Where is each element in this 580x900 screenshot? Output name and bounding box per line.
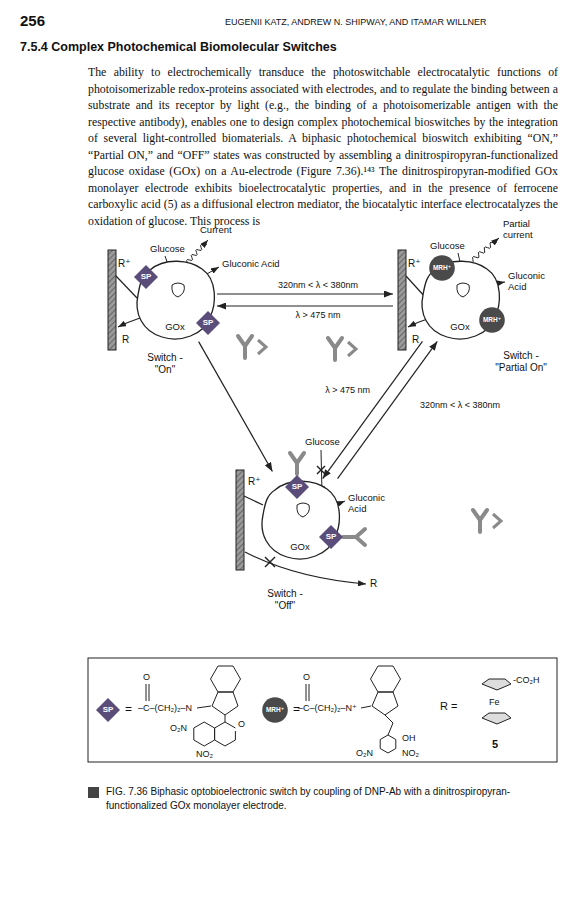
diagram-label: R: [370, 578, 377, 590]
structure-label: –C–(CH₂)₂–N⁺: [298, 703, 357, 714]
electrode: [236, 470, 244, 570]
node-text: SP: [196, 311, 220, 335]
diagram-label: Glucose: [305, 436, 340, 447]
spiropyran-diamond: SP: [196, 311, 220, 335]
diagram-label: Current: [200, 224, 232, 235]
diagram-label: R⁺: [248, 476, 261, 488]
diagram-label: R⁺: [118, 258, 131, 270]
node-text: MRH⁺: [479, 307, 505, 333]
edge-label: λ > 475 nm: [294, 310, 343, 321]
structure-label: 5: [492, 738, 498, 751]
diagram-label: R: [412, 334, 419, 346]
merocyanine-circle: MRH⁺: [429, 255, 455, 281]
substrate-arrow: [165, 253, 505, 508]
structure-label: O: [303, 672, 310, 683]
spiropyran-diamond: SP: [319, 525, 343, 549]
ferrocene-structure: [482, 679, 511, 724]
diagram-label: Switch - "Off": [257, 588, 313, 612]
node-text: SP: [285, 475, 309, 499]
node-text: MRH⁺: [429, 255, 455, 281]
page-number: 256: [20, 12, 45, 30]
node-text: SP: [96, 698, 120, 722]
structure-label: OH: [402, 733, 416, 744]
diagram-label: Switch - "On": [137, 352, 193, 376]
arrow-connector: [217, 293, 393, 294]
arrow-connector: [199, 342, 273, 472]
edge-label: 320nm < λ < 380nm: [418, 400, 502, 411]
diagram-label: Glucose: [150, 243, 185, 254]
diagram-label: Switch - "Partial On": [489, 350, 553, 374]
diagram-label: R⁺: [408, 258, 421, 270]
structure-label: -CO₂H: [513, 675, 540, 686]
structure-label: R =: [440, 700, 457, 713]
caption-marker: [88, 787, 99, 798]
arrow-connector: [323, 341, 423, 478]
arrow-connector: [217, 305, 393, 306]
node-text: SP: [319, 525, 343, 549]
structure-label: =: [125, 702, 132, 716]
enzyme-node: GOxSPSP: [130, 255, 220, 345]
structure-label: –C–(CH₂)₂–N: [138, 703, 192, 714]
merocyanine-circle: MRH⁺: [479, 307, 505, 333]
diagram-label: R: [122, 334, 129, 346]
running-header: EUGENII KATZ, ANDREW N. SHIPWAY, AND ITA…: [225, 17, 487, 28]
structure-label: O₂N: [170, 723, 187, 734]
structure-label: O₂N: [356, 748, 373, 759]
structure-label: Fe: [489, 697, 500, 708]
structure-label: O: [143, 672, 150, 683]
diagram-label: Gluconic Acid: [222, 258, 280, 269]
diagram-label: Partial current: [503, 218, 553, 241]
edge-label: 320nm < λ < 380nm: [276, 280, 360, 291]
structure-label: O: [238, 719, 245, 730]
body-text: The ability to electrochemically transdu…: [88, 64, 558, 229]
enzyme-node: GOxSPSP: [255, 475, 345, 565]
current-arrow: [470, 238, 499, 263]
spiropyran-diamond: SP: [285, 475, 309, 499]
edge-label: λ > 475 nm: [323, 385, 372, 396]
electrode: [398, 250, 406, 350]
merocyanine-circle: MRH⁺: [262, 697, 288, 723]
structure-label: NO₂: [402, 748, 419, 759]
current-arrow: [185, 240, 208, 265]
electrode: [108, 250, 116, 350]
diagram-label: Gluconic Acid: [348, 492, 400, 515]
diagram-label: Gluconic Acid: [508, 270, 560, 293]
enzyme-node: GOxMRH⁺MRH⁺: [415, 255, 505, 345]
node-text: SP: [134, 265, 158, 289]
spiropyran-diamond: SP: [134, 265, 158, 289]
section-heading: 7.5.4 Complex Photochemical Biomolecular…: [20, 40, 337, 55]
node-text: MRH⁺: [262, 697, 288, 723]
legend-box: [88, 658, 557, 762]
structure-label: NO₂: [196, 749, 213, 760]
diagram-label: Glucose: [430, 240, 465, 251]
figure-caption: FIG. 7.36 Biphasic optobioelectronic swi…: [106, 785, 558, 813]
spiropyran-diamond: SP: [96, 698, 120, 722]
